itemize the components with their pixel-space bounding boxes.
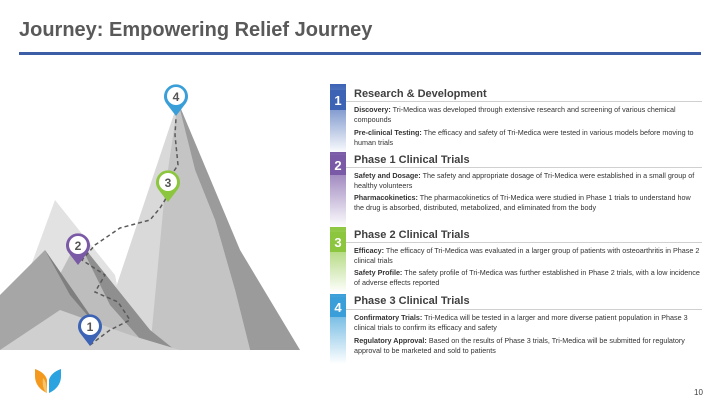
stage-2: 2 Phase 1 Clinical Trials Safety and Dos… <box>330 152 702 228</box>
stage-number-badge: 4 <box>330 297 346 317</box>
milestone-pin-4: 4 <box>164 84 188 116</box>
stage-title: Research & Development <box>354 88 487 100</box>
stage-title: Phase 2 Clinical Trials <box>354 229 470 241</box>
milestone-number: 4 <box>173 90 180 104</box>
page-title: Journey: Empowering Relief Journey <box>19 19 373 41</box>
stage-1: 1 Research & Development Discovery: Tri-… <box>330 84 702 154</box>
stage-item-text: The pharmacokinetics of Tri-Medica were … <box>354 193 691 212</box>
stage-divider <box>346 242 702 243</box>
stage-item: Pre-clinical Testing: The efficacy and s… <box>354 128 702 147</box>
stage-item-label: Safety and Dosage: <box>354 171 421 180</box>
stage-item: Safety and Dosage: The safety and approp… <box>354 171 702 190</box>
stage-divider <box>346 101 702 102</box>
stage-item-label: Discovery: <box>354 105 391 114</box>
stage-item-label: Pre-clinical Testing: <box>354 128 422 137</box>
stage-item-text: Based on the results of Phase 3 trials, … <box>354 336 685 355</box>
stage-title: Phase 3 Clinical Trials <box>354 295 470 307</box>
stage-item-text: The efficacy and safety of Tri-Medica we… <box>354 128 694 147</box>
stage-item-text: Tri-Medica was developed through extensi… <box>354 105 676 124</box>
stage-item: Regulatory Approval: Based on the result… <box>354 336 702 355</box>
milestone-pin-2: 2 <box>66 233 90 265</box>
stage-item: Discovery: Tri-Medica was developed thro… <box>354 105 702 124</box>
stage-item-text: The efficacy of Tri-Medica was evaluated… <box>354 246 700 265</box>
stage-number-badge: 1 <box>330 90 346 110</box>
page-number: 10 <box>694 388 703 397</box>
stage-item-label: Confirmatory Trials: <box>354 313 423 322</box>
stage-item: Confirmatory Trials: Tri-Medica will be … <box>354 313 702 332</box>
stage-item-label: Safety Profile: <box>354 268 403 277</box>
milestone-number: 1 <box>87 320 94 334</box>
stage-number-badge: 3 <box>330 232 346 252</box>
stage-item: Safety Profile: The safety profile of Tr… <box>354 268 702 287</box>
stage-divider <box>346 309 702 310</box>
stage-item: Pharmacokinetics: The pharmacokinetics o… <box>354 193 702 212</box>
stage-number-badge: 2 <box>330 155 346 175</box>
stage-item-label: Regulatory Approval: <box>354 336 427 345</box>
stage-item: Efficacy: The efficacy of Tri-Medica was… <box>354 246 702 265</box>
stage-divider <box>346 167 702 168</box>
stage-item-text: The safety profile of Tri-Medica was fur… <box>354 268 700 287</box>
milestone-pin-1: 1 <box>78 314 102 346</box>
milestone-number: 2 <box>75 239 82 253</box>
milestone-pin-3: 3 <box>156 170 180 202</box>
stage-3: 3 Phase 2 Clinical Trials Efficacy: The … <box>330 227 702 293</box>
stage-item-label: Efficacy: <box>354 246 384 255</box>
stage-item-label: Pharmacokinetics: <box>354 193 418 202</box>
stage-item-text: Tri-Medica will be tested in a larger an… <box>354 313 688 332</box>
stage-title: Phase 1 Clinical Trials <box>354 154 470 166</box>
stage-item-text: The safety and appropriate dosage of Tri… <box>354 171 695 190</box>
stage-4: 4 Phase 3 Clinical Trials Confirmatory T… <box>330 294 702 364</box>
title-divider <box>19 52 701 55</box>
company-logo-icon <box>35 369 61 393</box>
milestone-number: 3 <box>165 176 172 190</box>
mountain-illustration: 1 2 3 4 <box>0 84 300 350</box>
